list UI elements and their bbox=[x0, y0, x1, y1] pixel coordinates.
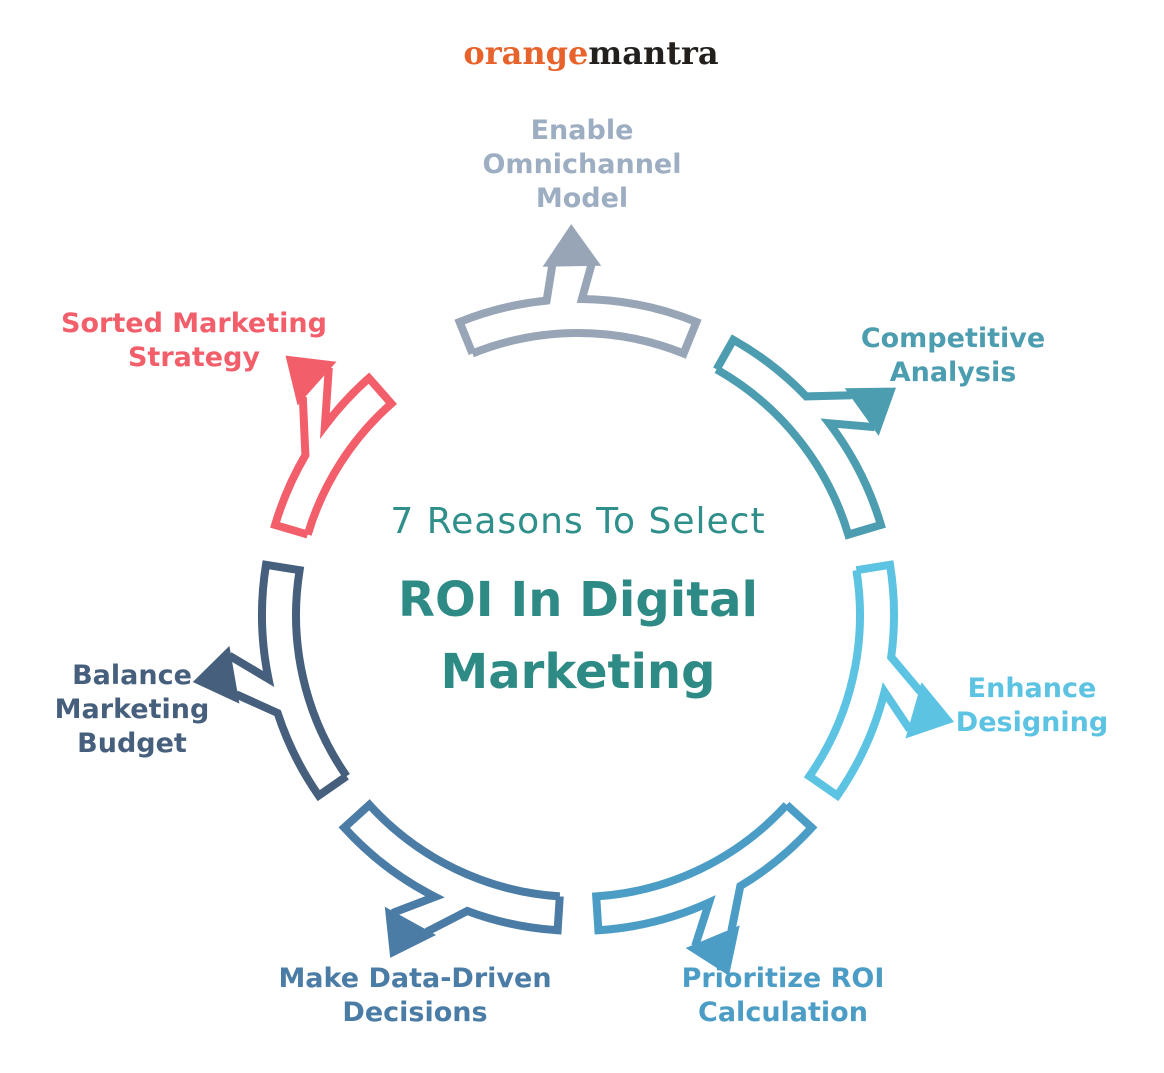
label-make-data-driven-decisions: Make Data-Driven Decisions bbox=[278, 963, 552, 1028]
wheel-segment-balance-marketing-budget bbox=[227, 560, 350, 802]
arrow-head-sorted-marketing-strategy bbox=[285, 355, 337, 406]
logo-orange-part: orange bbox=[463, 34, 589, 72]
arrow-head-enhance-designing bbox=[905, 682, 955, 739]
label-enhance-designing: Enhance Designing bbox=[955, 673, 1109, 738]
logo-mantra-part: mantra bbox=[588, 34, 719, 72]
wheel-segment-competitive-analysis bbox=[713, 334, 886, 540]
arrow-head-enable-omnichannel-model bbox=[542, 224, 602, 267]
wheel-segment-prioritize-roi-calculation bbox=[591, 801, 818, 948]
logo: orangemantra bbox=[463, 34, 718, 72]
label-prioritize-roi-calculation: Prioritize ROI Calculation bbox=[681, 963, 885, 1028]
arrow-head-prioritize-roi-calculation bbox=[685, 925, 740, 976]
label-competitive-analysis: Competitive Analysis bbox=[860, 323, 1046, 388]
wheel-segment-sorted-marketing-strategy bbox=[270, 367, 398, 539]
wheel-segment-enable-omnichannel-model bbox=[454, 263, 702, 359]
wheel-segment-make-data-driven-decisions bbox=[338, 799, 564, 936]
arrow-head-competitive-analysis bbox=[844, 387, 896, 436]
label-sorted-marketing-strategy: Sorted Marketing Strategy bbox=[61, 308, 327, 373]
arrow-head-balance-marketing-budget bbox=[192, 645, 240, 704]
arrow-head-make-data-driven-decisions bbox=[384, 906, 437, 958]
label-balance-marketing-budget: Balance Marketing Budget bbox=[54, 660, 210, 759]
wheel-title: ROI In Digital Marketing bbox=[398, 572, 758, 700]
wheel-subtitle: 7 Reasons To Select bbox=[390, 501, 766, 542]
wheel-segment-enhance-designing bbox=[803, 560, 924, 802]
label-enable-omnichannel-model: Enable Omnichannel Model bbox=[482, 115, 682, 214]
